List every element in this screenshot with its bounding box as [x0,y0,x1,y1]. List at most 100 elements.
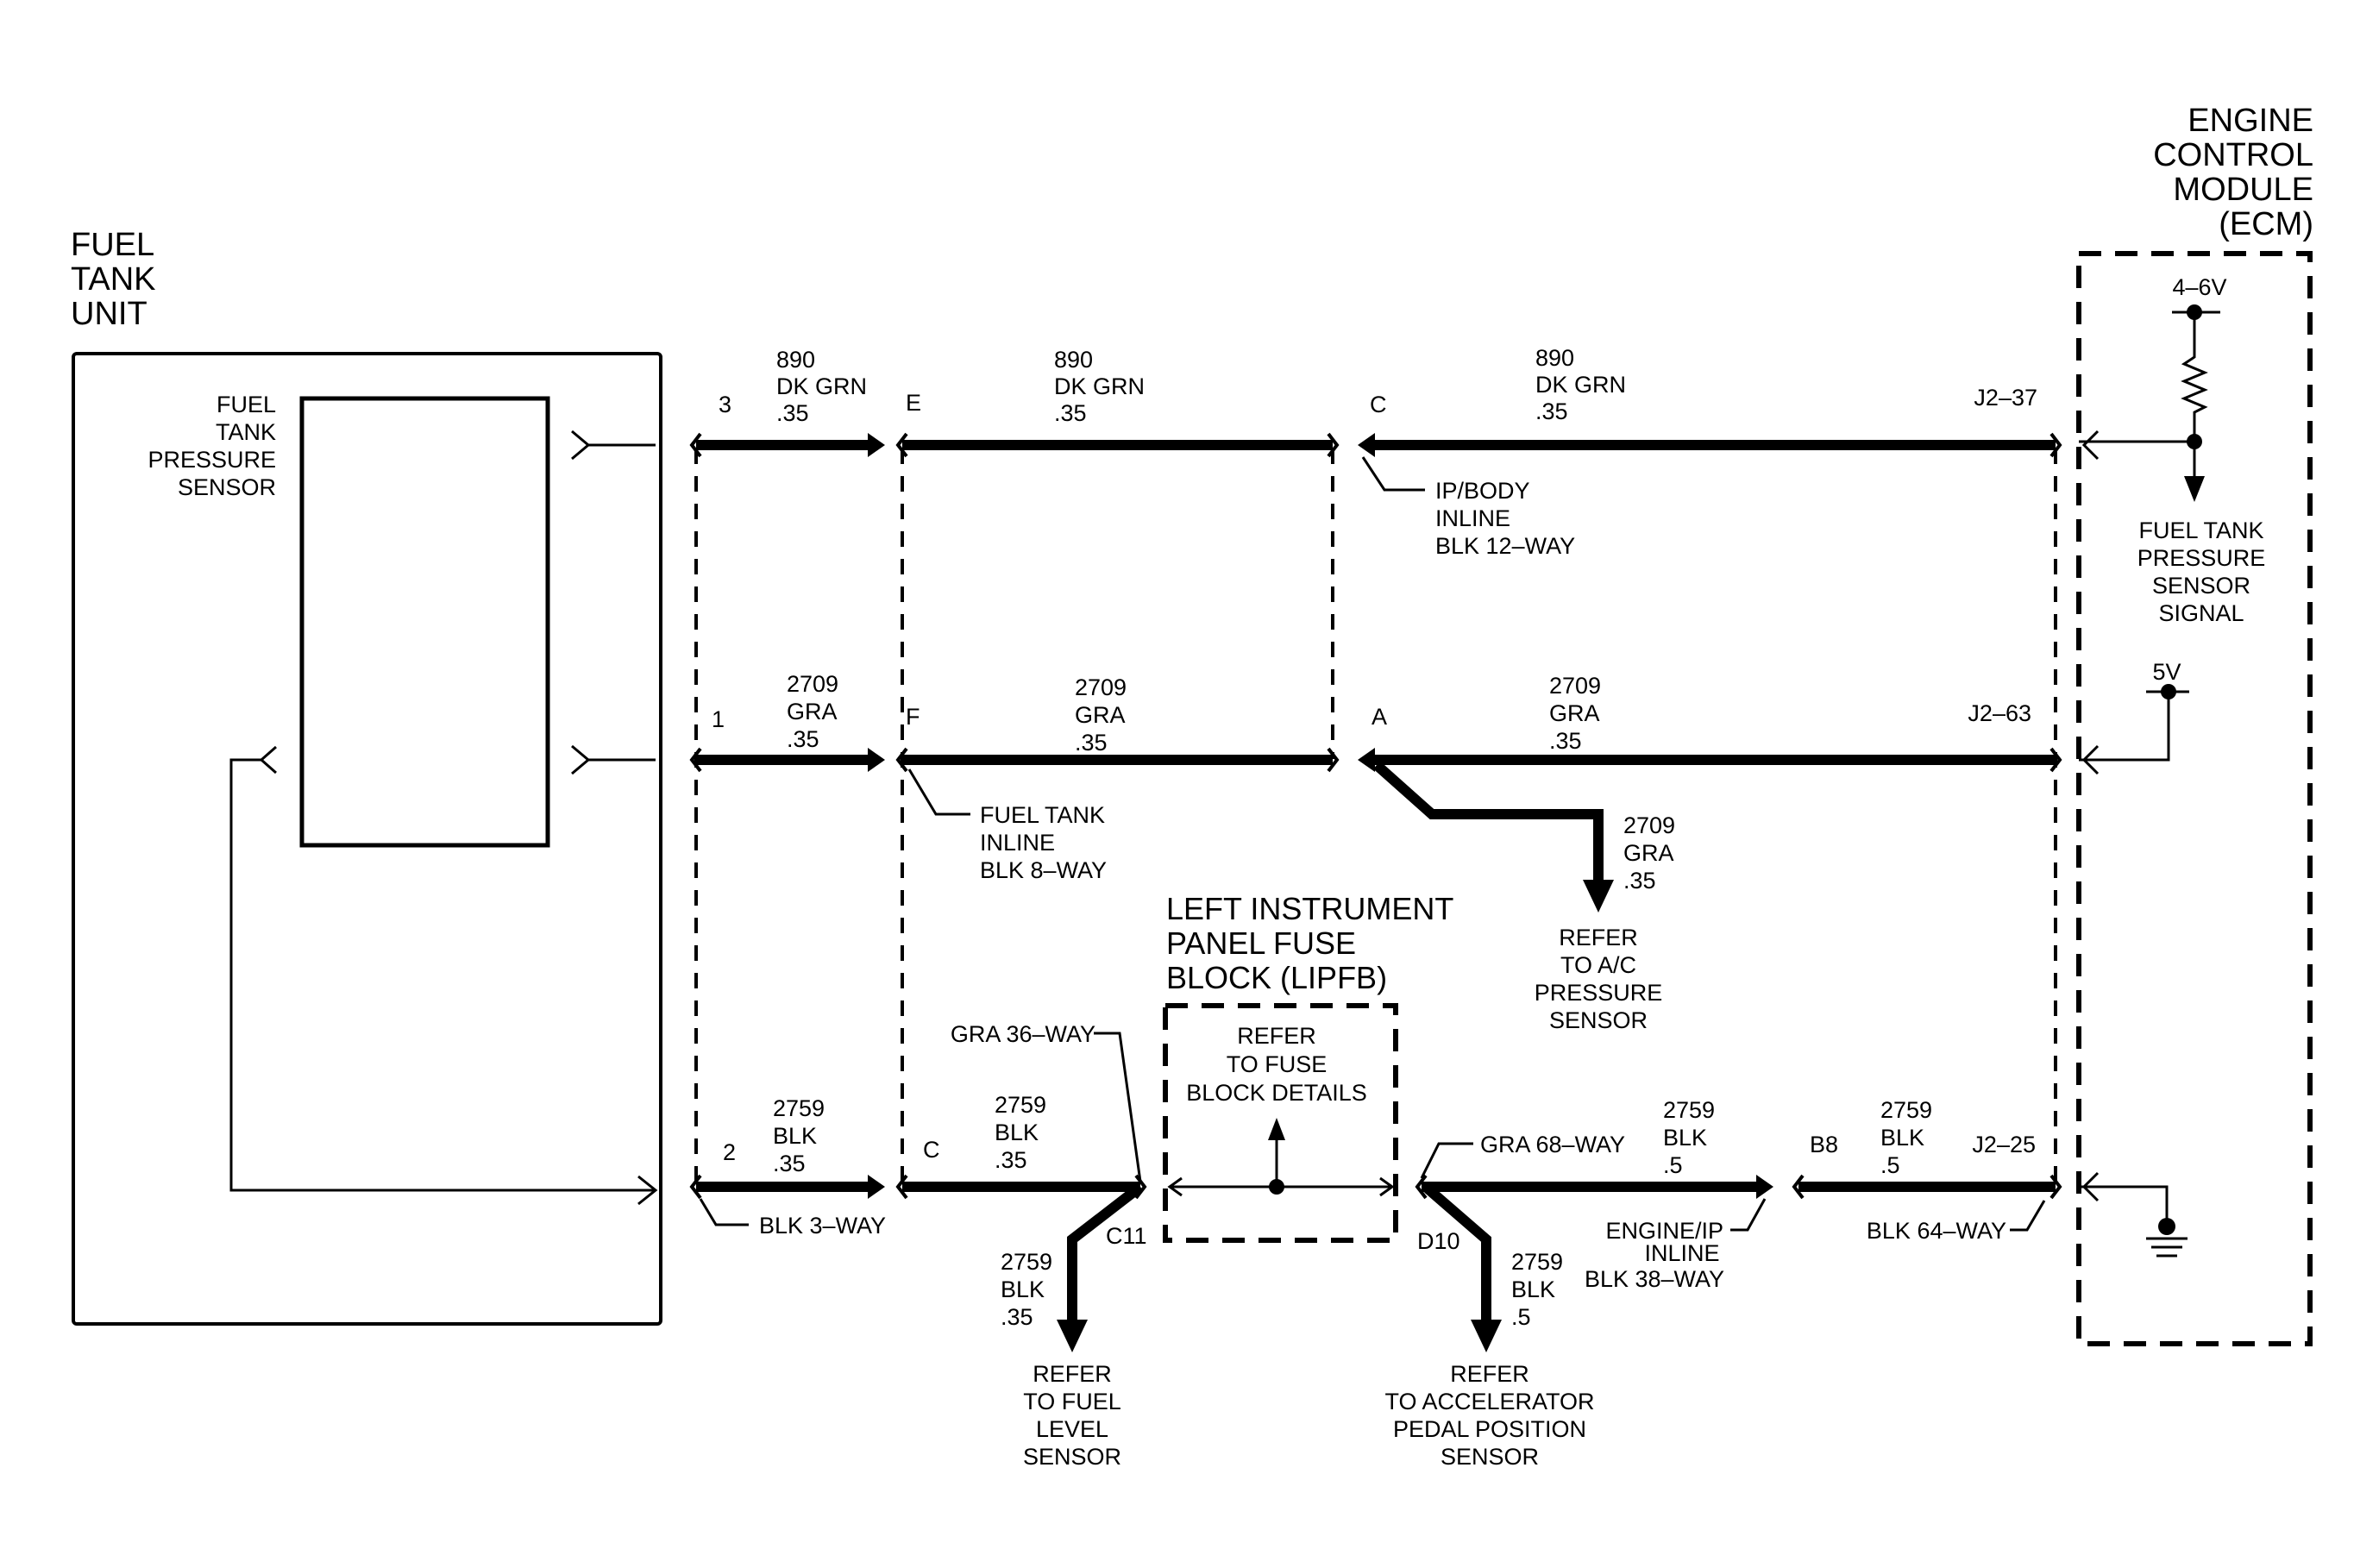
pin-2: 2 [723,1139,736,1165]
fuel-tank-unit-title-1: FUEL [71,227,154,263]
label-2759-seg1-color: BLK [773,1123,817,1149]
ecm-pin-arrow-mid [2081,744,2100,775]
notch-c-top [1327,432,1340,458]
connector-notches [689,432,2062,1200]
refer-fuel-1: REFER [1033,1361,1112,1387]
sensor-label-1: FUEL [217,392,276,417]
fuel-tank-unit-box [72,352,662,1326]
sensor-label-3: PRESSURE [148,447,276,473]
label-890-seg3-number: 890 [1535,345,1574,371]
ip-body-inline-2: INLINE [1435,505,1510,531]
label-2709-seg2-number: 2709 [1075,674,1127,700]
pin-c11: C11 [1106,1223,1147,1249]
refer-ac-1: REFER [1559,925,1638,950]
pin-j2-25: J2–25 [1972,1132,2036,1157]
ecm-resistor [2181,312,2208,442]
lipfb: LEFT INSTRUMENT PANEL FUSE BLOCK (LIPFB)… [1163,891,1453,1243]
refer-accel-2: TO ACCELERATOR [1384,1389,1594,1414]
label-2759-seg4-number: 2759 [1880,1097,1932,1123]
wire-2759-branch-fuel [1067,1182,1144,1328]
arrow-2759-seg3 [1756,1175,1773,1199]
gra-36way-label: GRA 36–WAY [951,1021,1095,1047]
leader-blk-64way [2010,1200,2046,1232]
pin-1: 1 [712,706,725,732]
label-2759-branch-fuel-number: 2759 [1001,1249,1052,1275]
pin-3: 3 [719,392,731,417]
ecm-signal-3: SENSOR [2152,573,2250,599]
fuel-tank-inline-2: INLINE [980,830,1055,856]
blk-3way-label: BLK 3–WAY [759,1213,886,1239]
ecm-title-4: (ECM) [2219,206,2313,242]
pin-c-top: C [1370,392,1387,417]
ecm-ground-node [2158,1218,2175,1235]
pin-a: A [1372,704,1387,730]
label-2709-seg2-color: GRA [1075,702,1126,728]
label-890-seg2-number: 890 [1054,347,1093,373]
label-2709-seg1-number: 2709 [787,671,838,697]
pin-b8: B8 [1810,1132,1838,1157]
lipfb-title-3: BLOCK (LIPFB) [1166,960,1387,995]
label-2709-seg1-color: GRA [787,699,838,724]
notch-j2-63 [2049,747,2062,773]
ecm-title-3: MODULE [2173,172,2313,208]
label-890-seg1-number: 890 [776,347,815,373]
ecm-signal-4: SIGNAL [2158,600,2244,626]
fuel-tank-unit-title-3: UNIT [71,296,148,332]
arrow-2759-branch-fuel [1057,1320,1088,1352]
lipfb-ref-2: TO FUSE [1227,1051,1328,1077]
ecm-signal-arrow [2184,476,2205,502]
fuel-tank-unit: FUEL TANK UNIT FUEL TANK PRESSURE SENSOR [71,227,662,1326]
notch-d10 [1415,1174,1428,1200]
wires [696,433,2056,1352]
refer-labels: REFER TO A/C PRESSURE SENSOR REFER TO FU… [1023,925,1662,1470]
refer-ac-2: TO A/C [1560,952,1636,978]
connector-callouts: IP/BODY INLINE BLK 12–WAY FUEL TANK INLI… [699,456,2046,1292]
lipfb-bus-arrow-right [1379,1176,1395,1197]
fuel-tank-inline-3: BLK 8–WAY [980,857,1107,883]
ecm-pin-arrow-bot [2081,1171,2100,1202]
ecm-ref-voltage: 4–6V [2172,274,2226,300]
label-2759-seg4-gauge: .5 [1880,1152,1900,1178]
notch-a [1327,747,1340,773]
pin-e: E [906,390,921,416]
notch-b8 [1792,1174,1805,1200]
label-2759-seg3-color: BLK [1663,1125,1707,1151]
label-2709-seg3-number: 2709 [1549,673,1601,699]
arrow-890-seg1 [868,433,885,457]
notch-3 [689,432,702,458]
notch-2 [689,1174,702,1200]
arrow-2709-branch [1583,880,1614,913]
ecm-supply-line [2079,692,2170,762]
engine-ip-inline-2: INLINE [1644,1240,1719,1266]
label-2759-seg2-gauge: .35 [995,1147,1027,1173]
leader-engine-ip-inline [1730,1198,1767,1232]
arrow-2709-seg1 [868,748,885,772]
fuel-tank-inline-1: FUEL TANK [980,802,1105,828]
label-890-seg1-gauge: .35 [776,400,809,426]
wire-2709-branch [1373,761,1604,888]
refer-fuel-4: SENSOR [1023,1444,1121,1470]
ecm-signal-2: PRESSURE [2137,545,2266,571]
notch-1 [689,747,702,773]
label-2759-seg1-gauge: .35 [773,1151,806,1176]
lipfb-bus-arrow-left [1167,1176,1183,1197]
arrow-2759-seg1 [868,1175,885,1199]
label-2759-seg3-number: 2759 [1663,1097,1715,1123]
label-2709-seg3-color: GRA [1549,700,1600,726]
label-2759-branch-fuel-color: BLK [1001,1276,1045,1302]
label-2759-branch-fuel-gauge: .35 [1001,1304,1033,1330]
ecm: ENGINE CONTROL MODULE (ECM) 4–6V FUEL TA… [2076,103,2313,1346]
notch-j2-25 [2049,1174,2062,1200]
fuel-tank-unit-title-2: TANK [71,261,156,298]
sensor-label-2: TANK [216,419,276,445]
arrow-2709-seg3 [1358,748,1375,772]
leader-gra-68way [1420,1142,1473,1179]
wire-2759-branch-accel [1424,1184,1491,1328]
ecm-box [2076,251,2313,1346]
pin-labels: 3 E C J2–37 1 F A J2–63 2 C C11 D10 B8 J… [712,385,2037,1254]
ecm-supply-voltage: 5V [2152,659,2181,685]
leader-fuel-tank-inline [907,768,970,816]
label-2709-branch-color: GRA [1623,840,1674,866]
label-2759-seg2-number: 2759 [995,1092,1046,1118]
